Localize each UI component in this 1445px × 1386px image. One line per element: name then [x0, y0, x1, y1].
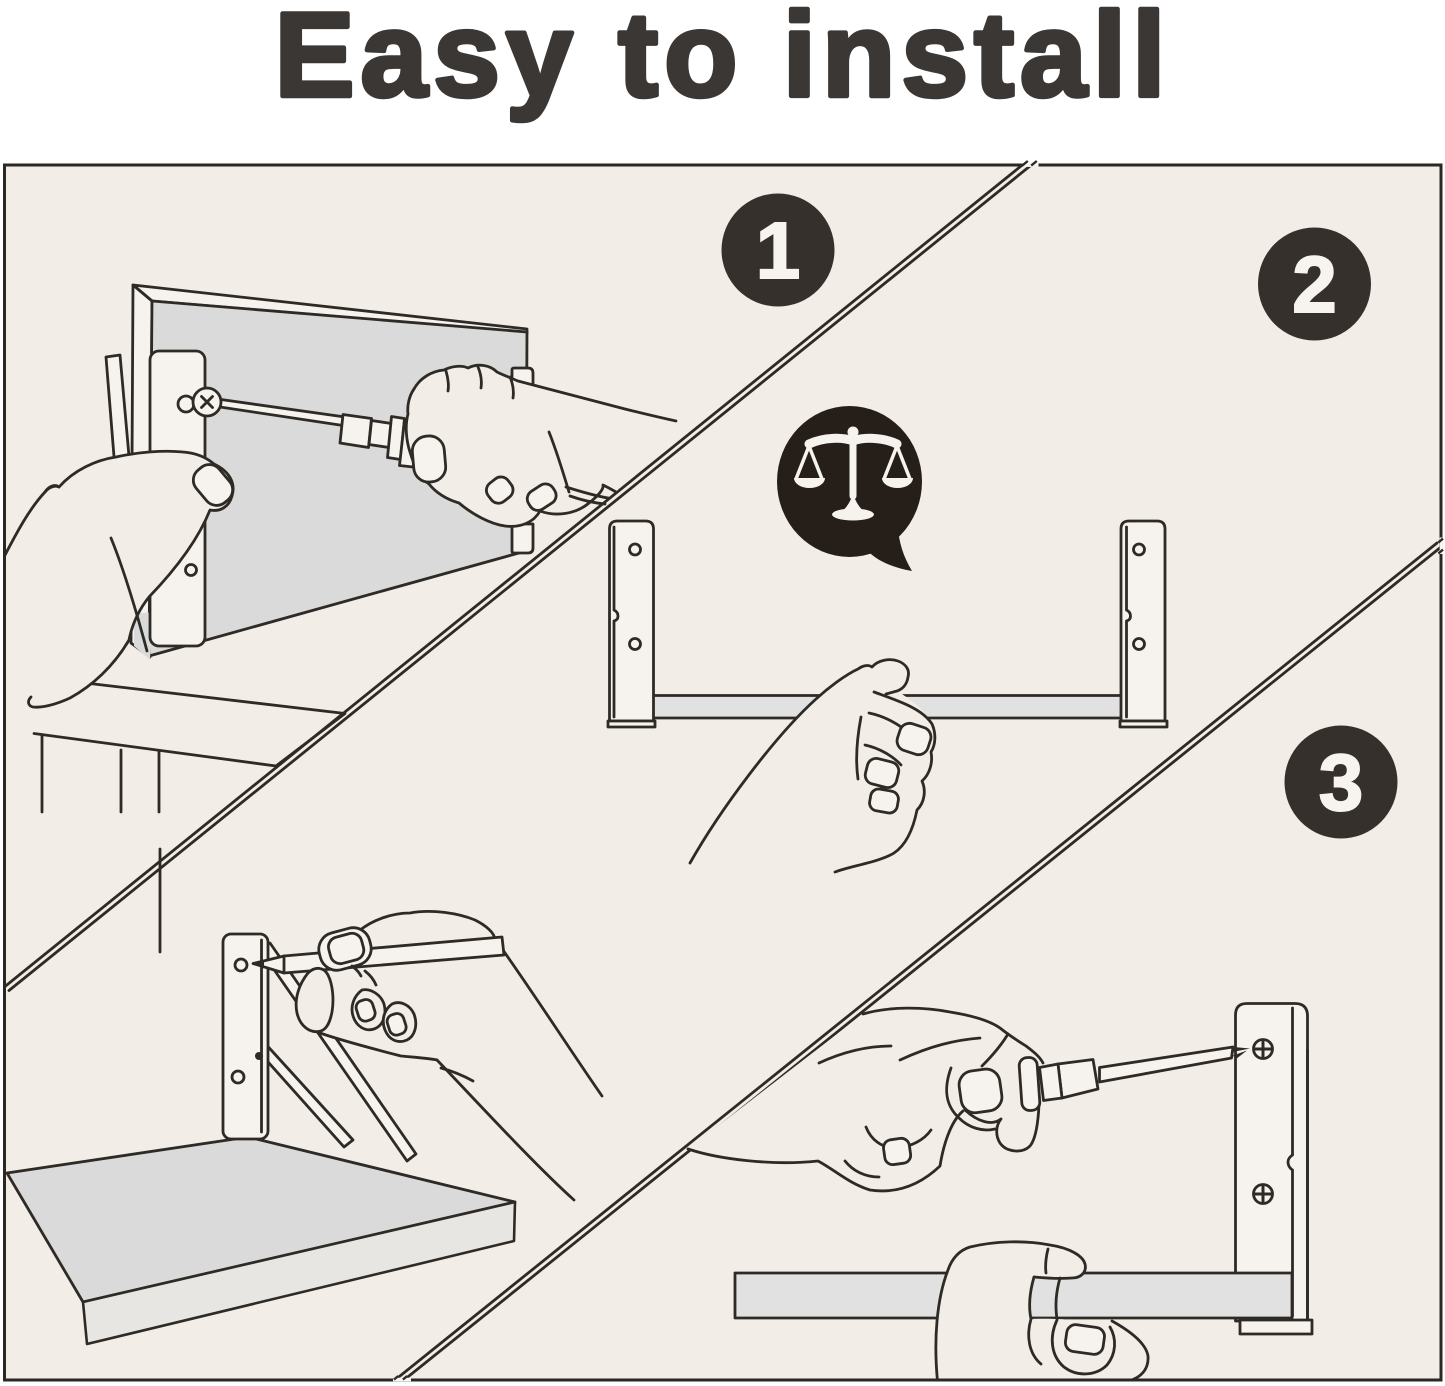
svg-text:2: 2: [1292, 240, 1337, 329]
svg-text:1: 1: [756, 206, 801, 295]
svg-text:3: 3: [1319, 738, 1364, 827]
svg-text:Easy to install: Easy to install: [275, 0, 1172, 122]
